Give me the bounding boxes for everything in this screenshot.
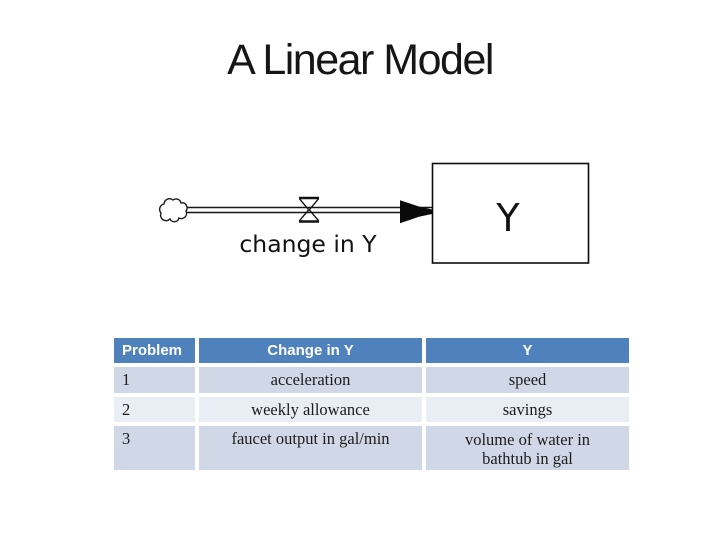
table-header-change-in-y: Change in Y — [199, 338, 422, 363]
table-cell-y-3: volume of water in bathtub in gal — [426, 426, 629, 470]
table-cell-line: volume of water in — [464, 430, 591, 449]
table-cell-problem-1: 1 — [114, 367, 195, 393]
table-cell-problem-2: 2 — [114, 397, 195, 422]
table-cell-y-1: speed — [426, 367, 629, 393]
stock-label: Y — [495, 196, 520, 240]
table-cell-change-1: acceleration — [199, 367, 422, 393]
table-header-problem: Problem — [114, 338, 195, 363]
table-cell-change-3: faucet output in gal/min — [199, 426, 422, 470]
table-cell-y-2: savings — [426, 397, 629, 422]
table-cell-problem-3: 3 — [114, 426, 195, 470]
table-header-y: Y — [426, 338, 629, 363]
cloud-source-icon — [158, 198, 188, 223]
problems-table: Problem Change in Y Y 1 acceleration spe… — [114, 338, 629, 470]
flow-label: change in Y — [239, 230, 377, 258]
stock-flow-diagram: Y change in Y — [158, 162, 590, 264]
stock-box — [431, 162, 590, 264]
table-cell-line: bathtub in gal — [482, 449, 573, 468]
slide-title: A Linear Model — [227, 36, 494, 84]
flow-valve-icon — [298, 196, 320, 223]
table-cell-change-2: weekly allowance — [199, 397, 422, 422]
flow-arrowhead-icon — [400, 200, 433, 224]
